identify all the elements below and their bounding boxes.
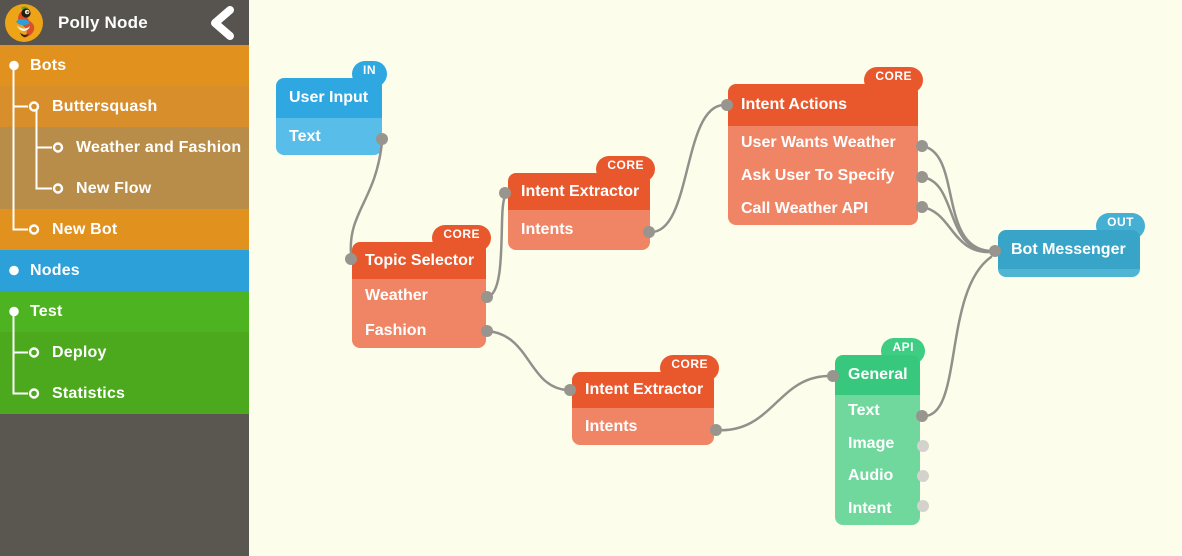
node-type-badge: CORE: [596, 156, 655, 182]
wire: [485, 329, 568, 392]
node-output-row[interactable]: Text: [289, 127, 321, 145]
node-title: Bot Messenger: [998, 230, 1140, 269]
node-output-row[interactable]: Intents: [585, 417, 638, 435]
node-output-row[interactable]: Call Weather API: [741, 199, 869, 217]
collapse-sidebar-chevron-icon[interactable]: [207, 5, 237, 40]
node-title: Intent Extractor: [508, 173, 650, 210]
wire: [349, 140, 384, 256]
node-output-row[interactable]: Weather: [365, 287, 428, 305]
wire: [647, 103, 725, 234]
node-user-input[interactable]: IN User Input Text: [276, 61, 387, 155]
sidebar-item-new-bot[interactable]: New Bot: [0, 209, 249, 250]
node-output-row[interactable]: Image: [848, 434, 895, 452]
sidebar-header: Polly Node: [0, 0, 249, 45]
node-title: User Input: [276, 78, 382, 118]
node-title: Intent Extractor: [572, 372, 714, 408]
node-output-row[interactable]: Text: [848, 402, 880, 420]
sidebar-item-nodes[interactable]: Nodes: [0, 250, 249, 291]
node-general-api[interactable]: API General Text Image Audio Intent: [835, 338, 925, 525]
node-output-row[interactable]: Ask User To Specify: [741, 166, 895, 184]
sidebar-item-deploy[interactable]: Deploy: [0, 332, 249, 373]
node-footer-strip: [998, 269, 1140, 277]
sidebar: Polly Node Bots Buttersquash Weather and…: [0, 0, 249, 556]
wire: [485, 195, 507, 299]
wire: [920, 205, 992, 254]
wire: [920, 175, 992, 254]
node-intent-extractor-bottom[interactable]: CORE Intent Extractor Intents: [572, 355, 719, 445]
node-topic-selector[interactable]: CORE Topic Selector Weather Fashion: [352, 225, 491, 348]
node-title: General: [835, 355, 920, 395]
sidebar-item-test[interactable]: Test: [0, 291, 249, 332]
wire: [714, 374, 831, 432]
app-title: Polly Node: [58, 12, 148, 32]
node-intent-extractor-top[interactable]: CORE Intent Extractor Intents: [508, 156, 655, 250]
node-output-row[interactable]: Audio: [848, 467, 894, 485]
node-bot-messenger[interactable]: OUT Bot Messenger: [998, 213, 1145, 277]
sidebar-item-buttersquash[interactable]: Buttersquash: [0, 86, 249, 127]
node-output-row[interactable]: User Wants Weather: [741, 133, 896, 151]
node-title: Intent Actions: [728, 84, 918, 126]
wire: [920, 255, 993, 418]
sidebar-item-weather-and-fashion[interactable]: Weather and Fashion: [0, 127, 249, 168]
sidebar-item-new-flow[interactable]: New Flow: [0, 168, 249, 209]
node-output-row[interactable]: Intents: [521, 221, 574, 238]
sidebar-item-bots[interactable]: Bots: [0, 45, 249, 86]
node-title: Topic Selector: [352, 242, 486, 279]
sidebar-item-statistics[interactable]: Statistics: [0, 373, 249, 414]
app-logo-parrot-icon: [5, 3, 43, 42]
node-output-row[interactable]: Fashion: [365, 321, 427, 339]
node-output-row[interactable]: Intent: [848, 499, 892, 517]
wire: [920, 144, 992, 253]
node-intent-actions[interactable]: CORE Intent Actions User Wants Weather A…: [728, 67, 923, 225]
